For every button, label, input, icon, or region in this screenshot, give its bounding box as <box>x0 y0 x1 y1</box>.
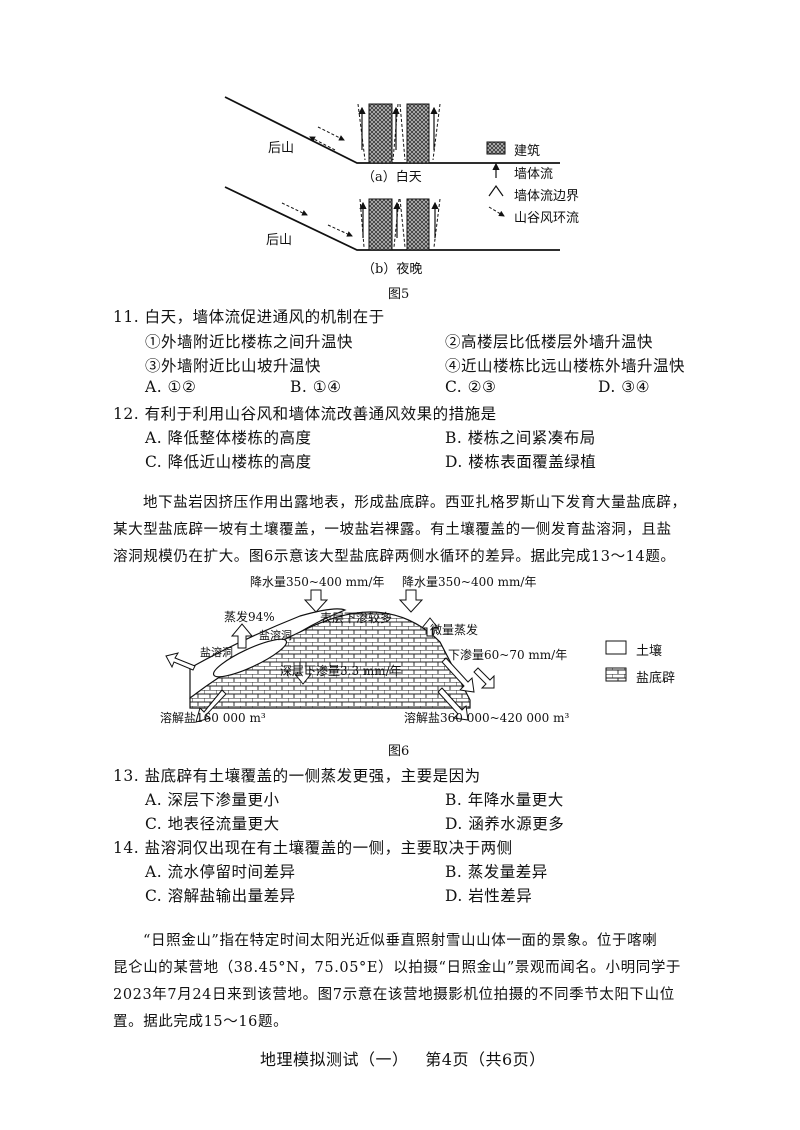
q13-choice-a[interactable]: A. 深层下渗量更小 <box>145 791 280 809</box>
fig6-dissolved-left: 溶解盐160 000 m³ <box>160 711 266 725</box>
passage-2-line-2: 昆仑山的某营地（38.45°N，75.05°E）以拍摄“日照金山”景观而闻名。小… <box>113 960 682 976</box>
legend-wall-flow-label: 墙体流 <box>514 167 554 182</box>
q13-choice-c[interactable]: C. 地表径流量更大 <box>145 815 280 833</box>
passage-1-line-1: 地下盐岩因挤压作用出露地表，形成盐底辟。西亚扎格罗斯山下发育大量盐底辟， <box>143 495 687 511</box>
figure-5b <box>224 186 560 251</box>
q12-choice-a[interactable]: A. 降低整体楼栋的高度 <box>145 429 312 447</box>
q13-choice-d[interactable]: D. 涵养水源更多 <box>445 815 565 833</box>
passage-2: “日照金山”指在特定时间太阳光近似垂直照射雪山山体一面的景象。位于喀喇 昆仑山的… <box>113 928 713 1036</box>
caption-b: （b）夜晚 <box>362 262 423 277</box>
fig6-deep-seep: 深层下渗量3.3 mm/年 <box>280 664 402 678</box>
fig6-dissolved-right: 溶解盐360 000~420 000 m³ <box>404 711 570 725</box>
passage-1-line-2: 某大型盐底辟一坡有土壤覆盖，一坡盐岩裸露。有土壤覆盖的一侧发育盐溶洞，且盐 <box>113 522 672 538</box>
q11-choice-c[interactable]: C. ②③ <box>445 378 497 396</box>
q12-choice-d[interactable]: D. 楼栋表面覆盖绿植 <box>445 453 597 471</box>
q12-stem: 12. 有利于利用山谷风和墙体流改善通风效果的措施是 <box>113 405 497 423</box>
figure-5-title: 图5 <box>388 287 410 302</box>
figure-5-diagram <box>224 96 560 251</box>
q11-item-1: ①外墙附近比楼栋之间升温快 <box>145 333 354 351</box>
legend-soil-swatch <box>605 640 627 655</box>
dashed-arrow-icon <box>488 206 505 217</box>
q14-choice-b[interactable]: B. 蒸发量差异 <box>445 863 548 881</box>
legend-valley-wind-label: 山谷风环流 <box>514 211 580 226</box>
passage-2-line-1: “日照金山”指在特定时间太阳光近似垂直照射雪山山体一面的景象。位于喀喇 <box>143 933 658 949</box>
legend-building-label: 建筑 <box>514 144 541 159</box>
page-footer: 地理模拟测试（一） 第4页（共6页） <box>260 1050 546 1069</box>
q14-choice-a[interactable]: A. 流水停留时间差异 <box>145 863 296 881</box>
q11-choice-a[interactable]: A. ①② <box>145 378 197 396</box>
passage-1: 地下盐岩因挤压作用出露地表，形成盐底辟。西亚扎格罗斯山下发育大量盐底辟， 某大型… <box>113 490 713 571</box>
fig6-legend-salt: 盐底辟 <box>636 671 676 686</box>
q11-choice-b[interactable]: B. ①④ <box>290 378 342 396</box>
figure-6-title: 图6 <box>388 744 410 759</box>
fig6-precip-left: 降水量350~400 mm/年 <box>250 575 385 589</box>
fig6-cave-label-left: 盐溶洞 <box>200 646 233 659</box>
legend-boundary-label: 墙体流边界 <box>514 189 580 204</box>
mountain-label-b: 后山 <box>266 233 293 248</box>
q14-stem: 14. 盐溶洞仅出现在有土壤覆盖的一侧，主要取决于两侧 <box>113 839 513 857</box>
q14-choice-c[interactable]: C. 溶解盐输出量差异 <box>145 887 296 905</box>
figure-6-diagram <box>165 589 627 723</box>
passage-2-line-3: 2023年7月24日来到该营地。图7示意在该营地摄影机位拍摄的不同季节太阳下山位 <box>113 987 675 1003</box>
q11-item-4: ④近山楼栋比远山楼栋外墙升温快 <box>445 357 686 375</box>
fig6-surface-seep: 表层下渗较多 <box>320 611 393 625</box>
q11-choice-d[interactable]: D. ③④ <box>598 378 651 396</box>
building-icon <box>486 141 506 155</box>
figure-5-legend-icons <box>486 141 506 217</box>
fig6-evap-left: 蒸发94% <box>224 610 275 624</box>
q13-choice-b[interactable]: B. 年降水量更大 <box>445 791 564 809</box>
fig6-seep-right: 下渗量60~70 mm/年 <box>448 648 568 662</box>
q12-choice-b[interactable]: B. 楼栋之间紧凑布局 <box>445 429 596 447</box>
passage-1-line-3: 溶洞规模仍在扩大。图6示意该大型盐底辟两侧水循环的差异。据此完成13～14题。 <box>113 549 676 565</box>
q11-item-2: ②高楼层比低楼层外墙升温快 <box>445 333 654 351</box>
q11-item-3: ③外墙附近比山坡升温快 <box>145 357 322 375</box>
boundary-icon <box>488 184 504 197</box>
passage-2-line-4: 置。据此完成15～16题。 <box>113 1014 289 1030</box>
fig6-cave-label-top: 盐溶洞 <box>259 629 292 642</box>
q12-choice-c[interactable]: C. 降低近山楼栋的高度 <box>145 453 312 471</box>
mountain-label-a: 后山 <box>268 141 295 156</box>
caption-a: （a）白天 <box>362 170 422 185</box>
fig6-legend-soil: 土壤 <box>636 644 663 659</box>
q13-stem: 13. 盐底辟有土壤覆盖的一侧蒸发更强，主要是因为 <box>113 767 481 785</box>
q14-choice-d[interactable]: D. 岩性差异 <box>445 887 533 905</box>
fig6-minor-evap: 微量蒸发 <box>430 623 479 637</box>
figure-5a <box>224 96 560 164</box>
fig6-precip-right: 降水量350~400 mm/年 <box>402 575 537 589</box>
legend-salt-swatch <box>605 667 627 682</box>
q11-stem: 11. 白天，墙体流促进通风的机制在于 <box>113 308 385 326</box>
